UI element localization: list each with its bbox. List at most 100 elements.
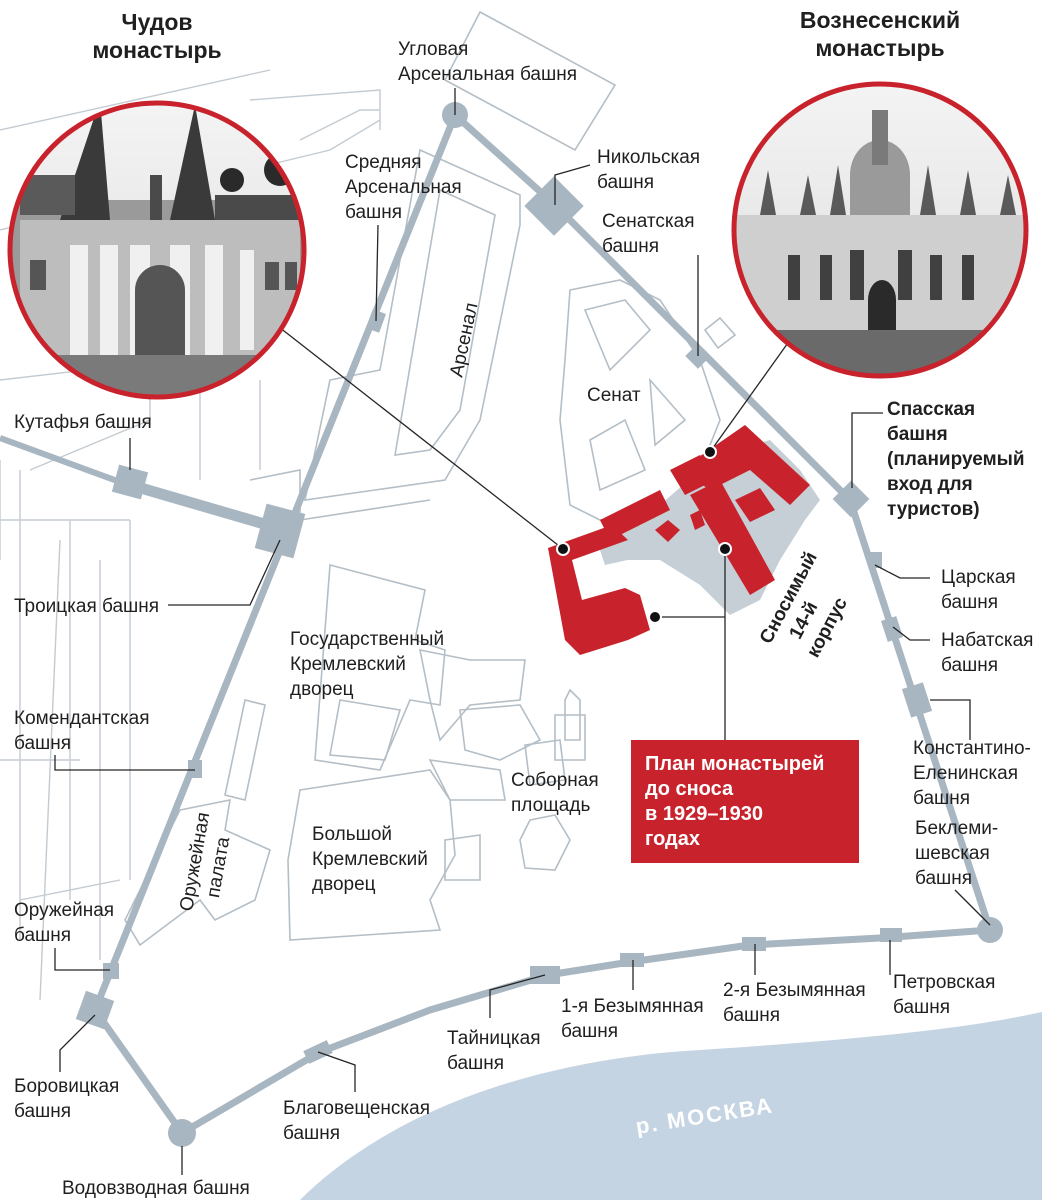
svg-text:Чудов: Чудов: [121, 9, 192, 35]
label-oruzheynaya-palata: Оружейная палата: [176, 811, 234, 913]
svg-text:башня: башня: [345, 202, 402, 223]
svg-text:дворец: дворец: [312, 874, 376, 895]
svg-text:башня: башня: [893, 997, 950, 1018]
svg-text:башня: башня: [602, 236, 659, 257]
label-kutafya: Кутафья башня: [14, 412, 152, 433]
beklemishevskaya-tower: [977, 917, 1003, 943]
plan-box: [631, 740, 859, 863]
label-senatskaya: Сенатская башня: [602, 211, 695, 257]
svg-text:монастырь: монастырь: [92, 37, 221, 63]
nabatnaya-tower: [880, 616, 904, 642]
leader-dots: [556, 445, 732, 624]
svg-text:шевская: шевская: [915, 843, 990, 864]
oruzheynaya-tower: [103, 963, 119, 979]
svg-text:башня: башня: [561, 1021, 618, 1042]
svg-text:Никольская: Никольская: [597, 147, 700, 168]
label-gkd: Государственный Кремлевский дворец: [290, 629, 444, 700]
plan-box-text: План монастырей до сноса в 1929–1930 год…: [645, 753, 824, 850]
svg-text:Боровицкая: Боровицкая: [14, 1076, 119, 1097]
svg-text:Арсенальная башня: Арсенальная башня: [398, 64, 577, 85]
svg-text:Вознесенский: Вознесенский: [800, 7, 960, 33]
svg-text:башня: башня: [14, 925, 71, 946]
svg-text:башня: башня: [14, 733, 71, 754]
svg-text:годах: годах: [645, 828, 700, 850]
svg-text:Тайницкая: Тайницкая: [447, 1028, 541, 1049]
svg-text:Угловая: Угловая: [398, 39, 468, 60]
svg-text:башня: башня: [723, 1005, 780, 1026]
label-senat: Сенат: [587, 385, 641, 406]
label-petrovskaya: Петровская башня: [893, 972, 995, 1018]
svg-text:башня: башня: [941, 655, 998, 676]
svg-text:Водовзводная башня: Водовзводная башня: [62, 1178, 250, 1199]
svg-text:План монастырей: План монастырей: [645, 753, 824, 775]
chudov-photo: [7, 100, 307, 400]
svg-text:Троицкая башня: Троицкая башня: [14, 596, 159, 617]
svg-text:Комендантская: Комендантская: [14, 708, 149, 729]
svg-text:Соборная: Соборная: [511, 770, 599, 791]
label-tsarskaya: Царская башня: [941, 567, 1016, 613]
svg-text:Оружейная: Оружейная: [14, 900, 114, 921]
svg-text:2-я Безымянная: 2-я Безымянная: [723, 980, 866, 1001]
svg-text:Петровская: Петровская: [893, 972, 995, 993]
svg-text:башня: башня: [597, 172, 654, 193]
voznesensky-title: Вознесенский монастырь: [800, 7, 960, 61]
svg-text:(планируемый: (планируемый: [887, 449, 1025, 470]
label-srednyaya-arsenalnaya: Средняя Арсенальная башня: [345, 152, 462, 223]
svg-text:Спасская: Спасская: [887, 399, 975, 420]
svg-text:Сенатская: Сенатская: [602, 211, 695, 232]
svg-text:Большой: Большой: [312, 824, 392, 845]
tsarskaya-tower: [870, 552, 882, 568]
svg-text:туристов): туристов): [887, 499, 980, 520]
svg-text:башня: башня: [14, 1101, 71, 1122]
svg-text:Кремлевский: Кремлевский: [290, 654, 406, 675]
svg-text:Благовещенская: Благовещенская: [283, 1098, 430, 1119]
voznesensky-photo: [731, 81, 1029, 379]
svg-text:башня: башня: [941, 592, 998, 613]
label-borovitskaya: Боровицкая башня: [14, 1076, 119, 1122]
svg-text:Государственный: Государственный: [290, 629, 444, 650]
label-beklemishevskaya: Беклеми- шевская башня: [915, 818, 998, 889]
kremlin-buildings: [124, 10, 737, 947]
label-sobornaya: Соборная площадь: [511, 770, 599, 816]
svg-text:Беклеми-: Беклеми-: [915, 818, 998, 839]
label-uglovaya-arsenalnaya: Угловая Арсенальная башня: [398, 39, 577, 85]
chudov-title: Чудов монастырь: [92, 9, 221, 63]
leader-lines: [54, 88, 991, 1175]
label-vodovzvodnaya: Водовзводная башня: [62, 1178, 250, 1199]
svg-text:в 1929–1930: в 1929–1930: [645, 803, 763, 825]
konstantino-tower: [901, 682, 933, 718]
label-blagoveshchenskaya: Благовещенская башня: [283, 1098, 430, 1144]
label-troitskaya: Троицкая башня: [14, 596, 159, 617]
label-bkd: Большой Кремлевский дворец: [312, 824, 428, 895]
monastery-plan: [548, 425, 810, 655]
label-nikolskaya: Никольская башня: [597, 147, 700, 193]
bezymyannaya2-tower: [742, 937, 766, 951]
svg-text:башня: башня: [913, 788, 970, 809]
svg-text:Константино-: Константино-: [913, 738, 1031, 759]
label-taynitskaya: Тайницкая башня: [447, 1028, 541, 1074]
svg-text:башня: башня: [887, 424, 948, 445]
borovitskaya-tower: [75, 990, 115, 1030]
svg-text:монастырь: монастырь: [815, 35, 944, 61]
svg-text:башня: башня: [283, 1123, 340, 1144]
svg-text:башня: башня: [915, 868, 972, 889]
spasskaya-tower: [832, 480, 870, 518]
svg-text:Арсенальная: Арсенальная: [345, 177, 462, 198]
vodovzvodnaya-tower: [168, 1119, 196, 1147]
komendantskaya-tower: [188, 760, 202, 778]
background-streets: [0, 69, 381, 1001]
svg-text:Набатская: Набатская: [941, 630, 1033, 651]
label-spasskaya: Спасская башня (планируемый вход для тур…: [887, 399, 1025, 520]
label-nabatnaya: Набатская башня: [941, 630, 1033, 676]
svg-text:Средняя: Средняя: [345, 152, 422, 173]
kutafya-tower: [111, 464, 149, 500]
svg-text:1-я Безымянная: 1-я Безымянная: [561, 996, 704, 1017]
bezymyannaya1-tower: [620, 953, 644, 967]
label-konstantino: Константино- Еленинская башня: [913, 738, 1031, 809]
label-bezymyannaya1: 1-я Безымянная башня: [561, 996, 704, 1042]
nikolskaya-tower: [524, 176, 584, 236]
label-arsenal: Арсенал: [446, 301, 482, 379]
label-oruzheynaya: Оружейная башня: [14, 900, 114, 946]
